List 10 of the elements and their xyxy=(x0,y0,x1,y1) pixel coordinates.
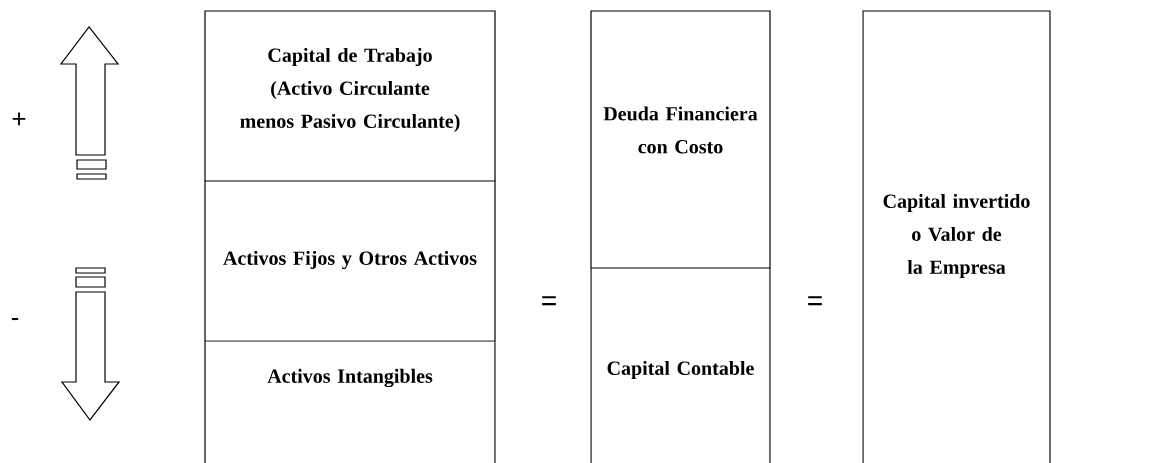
sign-label: + xyxy=(12,112,26,126)
equals-sign: = xyxy=(542,296,556,306)
sign-label: - xyxy=(11,318,19,321)
table-cell: Activos Intangibles xyxy=(204,340,496,463)
table-cell: Activos Fijos y Otros Activos xyxy=(204,180,496,342)
table-cell: Capital Contable xyxy=(590,267,771,463)
equals-sign: = xyxy=(808,296,822,306)
table-cell: Capital invertido o Valor de la Empresa xyxy=(862,10,1051,463)
table-cell: Deuda Financiera con Costo xyxy=(590,10,771,269)
table-cell: Capital de Trabajo (Activo Circulante menos Pasivo Circulante) xyxy=(204,10,496,182)
